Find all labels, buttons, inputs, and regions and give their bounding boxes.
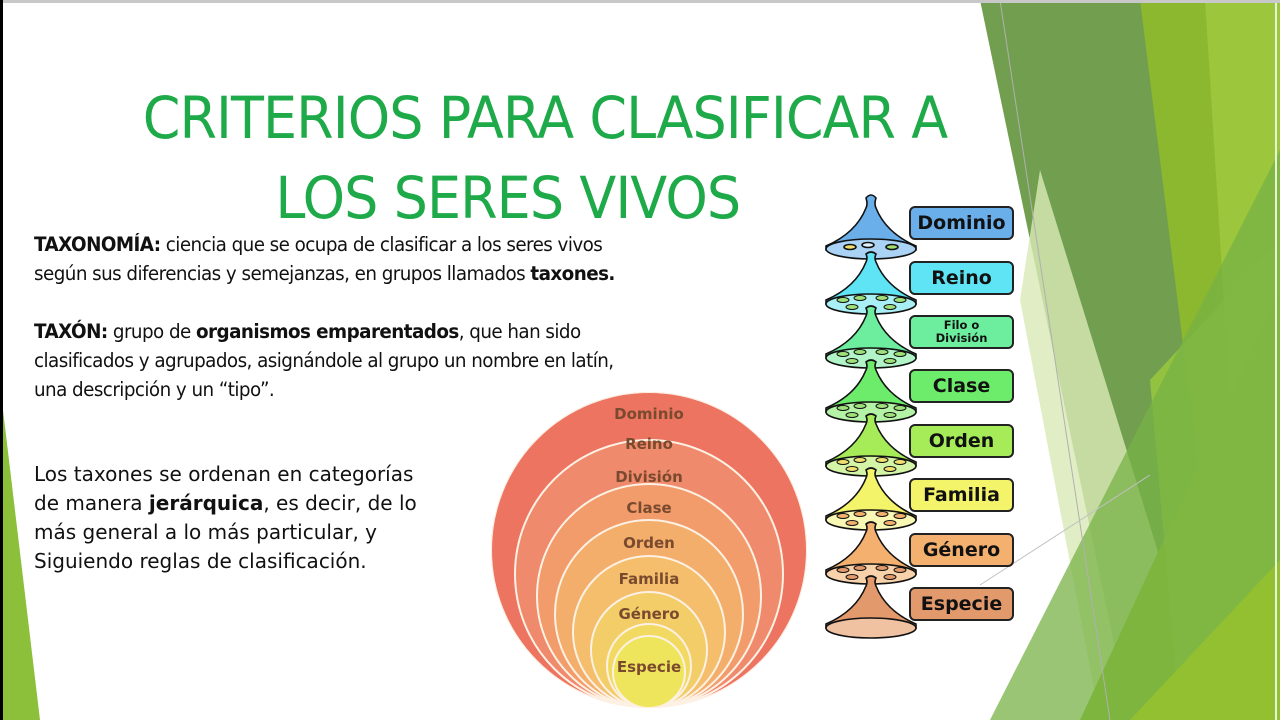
circle-label-reino: Reino [625,435,673,453]
stack-label-dominio-text: Dominio [917,212,1006,234]
jerarquia-paragraph: Los taxones se ordenan en categorías de … [34,460,417,576]
stack-label-orden-text: Orden [928,430,995,452]
stack-label-filo-line2: División [935,331,988,345]
taxon-line-2: clasificados y agrupados, asignándole al… [34,349,614,372]
taxon-line-3: una descripción y un “tipo”. [34,378,275,401]
stack-label-reino: Reino [909,261,1014,295]
organismos-emparentados: organismos emparentados [196,320,459,343]
taxon-text-a: grupo de [107,320,197,343]
taxonomia-definition: TAXONOMÍA: ciencia que se ocupa de clasi… [34,230,615,288]
jerarquia-line-3: más general a lo más particular, y [34,520,377,544]
stack-label-genero-text: Género [922,539,1001,561]
stack-label-especie-text: Especie [920,593,1003,615]
stack-label-clase: Clase [909,369,1014,403]
jerarquia-line-2b: , es decir, de lo [263,491,417,515]
circle-label-dominio: Dominio [614,405,684,423]
taxonomia-text-a: ciencia que se ocupa de clasificar a los… [160,233,603,256]
circle-label-division: División [615,468,683,486]
circle-label-genero: Género [618,605,680,623]
stack-label-clase-text: Clase [932,375,991,397]
jerarquia-line-4: Siguiendo reglas de clasificación. [34,549,367,573]
stack-label-genero: Género [909,533,1014,567]
title-line-2: LOS SERES VIVOS [275,164,741,232]
stack-label-familia: Familia [909,478,1014,512]
taxon-text-b: , que han sido [458,320,581,343]
stack-label-familia-text: Familia [923,484,1000,506]
circle-label-clase: Clase [626,499,672,517]
stack-label-filo-line1: Filo o [943,318,980,332]
jerarquica-term: jerárquica [148,491,264,515]
left-border [0,0,3,720]
taxon-definition: TAXÓN: grupo de organismos emparentados,… [34,317,614,404]
stack-label-especie: Especie [909,587,1014,621]
taxonomia-term: TAXONOMÍA: [34,233,161,256]
title-line-1: CRITERIOS PARA CLASIFICAR A [142,84,948,152]
slide-title: CRITERIOS PARA CLASIFICAR A LOS SERES VI… [94,78,996,238]
taxonomia-text-b: según sus diferencias y semejanzas, en g… [34,262,531,285]
stack-label-dominio: Dominio [909,206,1014,240]
stack-label-orden: Orden [909,424,1014,458]
jerarquia-line-1: Los taxones se ordenan en categorías [34,462,414,486]
jerarquia-line-2a: de manera [34,491,149,515]
circle-label-especie: Especie [616,658,682,676]
stack-label-reino-text: Reino [931,267,992,289]
taxon-term: TAXÓN: [34,320,108,343]
circle-label-orden: Orden [623,534,675,552]
taxones-term: taxones. [530,262,615,285]
circle-label-familia: Familia [618,570,680,588]
top-border [0,0,1280,3]
